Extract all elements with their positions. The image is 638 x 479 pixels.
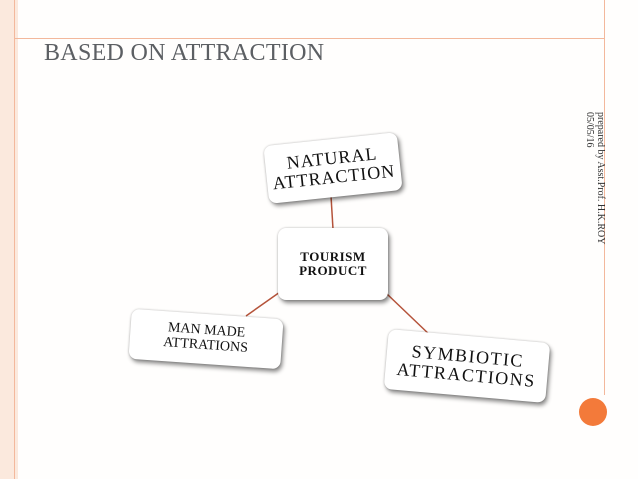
slide-date: 05/05/16 — [584, 112, 595, 148]
side-annotation: 05/05/16 prepared by Asst.Prof. H.K.ROY — [580, 112, 610, 317]
right-vertical-rule — [604, 0, 605, 395]
connector-to-symbiotic — [386, 293, 433, 338]
connector-to-natural — [330, 195, 334, 230]
accent-circle — [579, 398, 607, 426]
slide-credit: prepared by Asst.Prof. H.K.ROY — [595, 112, 606, 245]
left-vertical-rule — [14, 0, 15, 479]
slide-title: BASED ON ATTRACTION — [44, 40, 325, 66]
connector-to-manmade — [245, 291, 281, 317]
top-horizontal-rule — [14, 38, 604, 39]
left-decorative-band — [0, 0, 18, 479]
